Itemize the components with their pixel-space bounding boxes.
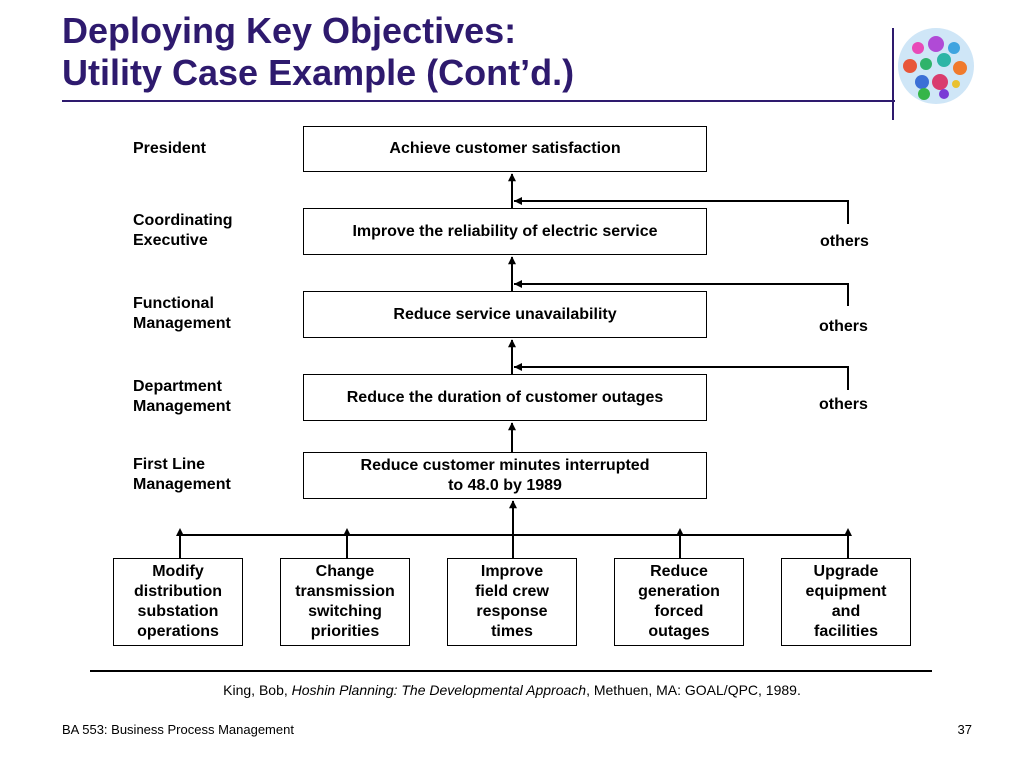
title-line-1: Deploying Key Objectives: <box>62 10 517 51</box>
others-feed-3 <box>514 366 849 390</box>
level-label-president: President <box>133 140 206 157</box>
others-feed-3-arrowhead <box>514 363 522 371</box>
others-feed-2-arrowhead <box>514 280 522 288</box>
branch-4-arrowhead <box>676 528 684 536</box>
title-vertical-divider <box>892 28 894 120</box>
reference-prefix: King, Bob, <box>223 682 292 698</box>
level-label-coordinating-executive: Coordinating Executive <box>133 212 233 249</box>
slide-title: Deploying Key Objectives: Utility Case E… <box>62 10 574 94</box>
sub-objective-modify-distribution: Modify distribution substation operation… <box>113 558 243 646</box>
others-feed-1-arrowhead <box>514 197 522 205</box>
branch-5-arrowhead <box>844 528 852 536</box>
others-label-2: others <box>819 318 868 335</box>
branch-1-arrowhead <box>176 528 184 536</box>
others-feed-2 <box>514 283 849 306</box>
others-feed-1 <box>514 200 849 224</box>
sub-objective-upgrade-equipment: Upgrade equipment and facilities <box>781 558 911 646</box>
bubbles-logo-icon <box>898 28 974 104</box>
level-label-functional-management: Functional Management <box>133 295 231 332</box>
branch-2-arrowhead <box>343 528 351 536</box>
sub-objective-change-transmission: Change transmission switching priorities <box>280 558 410 646</box>
objective-box-president: Achieve customer satisfaction <box>303 126 707 172</box>
footer-page-number: 37 <box>957 722 972 737</box>
title-line-2: Utility Case Example (Cont’d.) <box>62 52 575 93</box>
reference-title: Hoshin Planning: The Developmental Appro… <box>291 682 587 698</box>
objective-box-department-management: Reduce the duration of customer outages <box>303 374 707 421</box>
title-underline <box>62 100 895 102</box>
reference-citation: King, Bob, Hoshin Planning: The Developm… <box>0 682 1024 698</box>
objective-box-first-line-management: Reduce customer minutes interrupted to 4… <box>303 452 707 499</box>
level-label-first-line-management: First Line Management <box>133 456 231 493</box>
footer-course-title: BA 553: Business Process Management <box>62 722 294 737</box>
level-label-department-management: Department Management <box>133 378 231 415</box>
objective-box-functional-management: Reduce service unavailability <box>303 291 707 338</box>
others-label-3: others <box>819 396 868 413</box>
objective-box-coordinating-executive: Improve the reliability of electric serv… <box>303 208 707 255</box>
sub-objective-reduce-generation: Reduce generation forced outages <box>614 558 744 646</box>
sub-objective-improve-field-crew: Improve field crew response times <box>447 558 577 646</box>
others-label-1: others <box>820 233 869 250</box>
reference-suffix: , Methuen, MA: GOAL/QPC, 1989. <box>586 682 801 698</box>
reference-divider <box>90 670 932 672</box>
